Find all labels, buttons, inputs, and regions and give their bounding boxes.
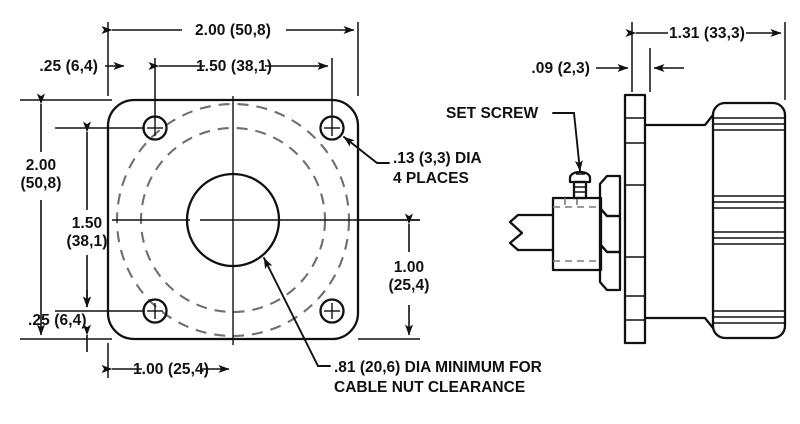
- body-ring-group-mid: [713, 231, 785, 245]
- body-neck-bottom: [643, 316, 715, 330]
- dim-hole-width-label: 1.50 (38,1): [196, 58, 272, 75]
- set-screw-leader: [552, 112, 583, 172]
- bore-dia-label-2: CABLE NUT CLEARANCE: [334, 379, 525, 396]
- cable-hex-nut: [598, 174, 622, 292]
- hole-dia-label-1: .13 (3,3) DIA: [393, 150, 482, 167]
- flange-plate: [623, 93, 647, 345]
- dim-center-height-label-2: (25,4): [388, 277, 429, 294]
- dim-overall-depth-label: 1.31 (33,3): [669, 25, 745, 42]
- hole-dia-leader: [343, 136, 390, 164]
- body-ring-group-upper-mid: [713, 195, 785, 209]
- front-view-callouts: .13 (3,3) DIA 4 PLACES .81 (20,6) DIA MI…: [263, 136, 542, 396]
- cable-break-symbol: [508, 213, 524, 252]
- hole-dia-label-2: 4 PLACES: [393, 170, 469, 187]
- side-view-geometry: [508, 93, 787, 345]
- bore-dia-leader: [263, 257, 331, 367]
- set-screw-label: SET SCREW: [446, 105, 539, 122]
- dim-overall-height-label-2: (50,8): [20, 175, 61, 192]
- dim-flange-thickness-label: .09 (2,3): [531, 60, 590, 77]
- cable-nut-barrel: [551, 196, 603, 272]
- body-neck-top: [643, 113, 715, 127]
- mounting-hole-bottom-right: [319, 298, 345, 324]
- dim-hole-height-label-2: (38,1): [66, 233, 107, 250]
- dim-hole-height-label-1: 1.50: [72, 215, 103, 232]
- dim-overall-height-label-1: 2.00: [26, 157, 57, 174]
- connector-body: [711, 101, 787, 340]
- body-ring-group-bottom: [713, 310, 785, 324]
- front-view-dimensions: 2.00 (50,8) 1.50 (38,1) .25 (6,4) 2.00 (…: [20, 22, 429, 378]
- dim-overall-width-label: 2.00 (50,8): [195, 22, 271, 39]
- mounting-hole-bottom-left: [142, 298, 168, 324]
- bore-dia-label-1: .81 (20,6) DIA MINIMUM FOR: [334, 359, 542, 376]
- dim-center-height-label-1: 1.00: [394, 259, 425, 276]
- dim-edge-offset-bottom-label: .25 (6,4): [28, 312, 87, 329]
- dim-center-width-label: 1.00 (25,4): [133, 361, 209, 378]
- body-ring-group-top: [713, 117, 785, 131]
- dim-edge-offset-top-label: .25 (6,4): [39, 58, 98, 75]
- side-view-dimensions: 1.31 (33,3) .09 (2,3): [531, 22, 786, 100]
- set-screw: [568, 170, 592, 200]
- side-view-callouts: SET SCREW: [446, 105, 583, 172]
